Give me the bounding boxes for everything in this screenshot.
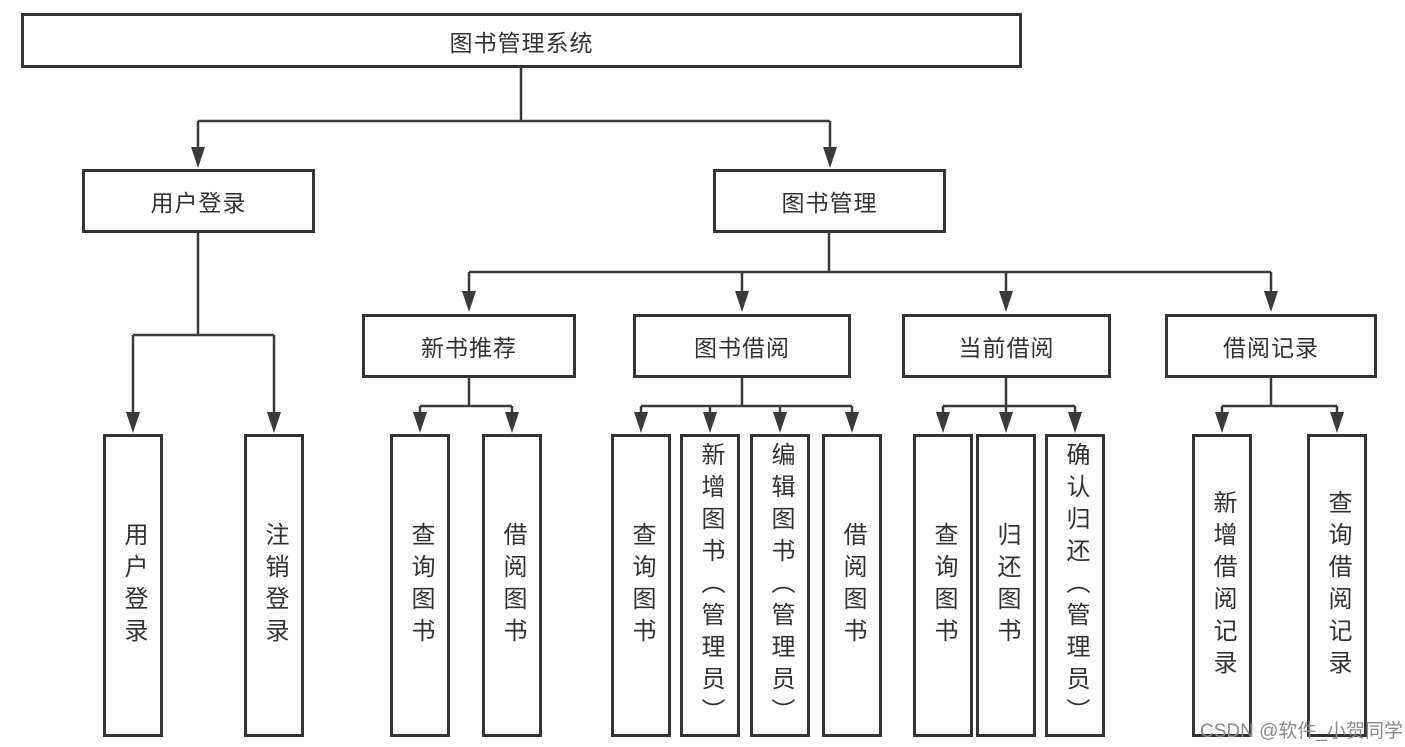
node-book-borrowing: 图书借阅 [633,314,851,378]
leaf-query-books-borrowing: 查询图书 [611,434,671,737]
leaf-logout: 注销登录 [244,434,304,737]
leaf-query-books-current: 查询图书 [913,434,973,737]
node-current-borrowing: 当前借阅 [902,314,1111,378]
connector-root-to-level2 [196,68,832,150]
arrow-icon [191,147,205,168]
arrow-icon [1330,412,1344,433]
arrow-icon [1264,291,1278,312]
connector-book-borrow-branch [639,378,854,414]
leaf-add-borrow-record: 新增借阅记录 [1192,434,1252,737]
leaf-edit-book-admin: 编辑图书（管理员） [750,434,810,737]
arrow-icon [773,412,787,433]
leaf-return-book: 归还图书 [976,434,1036,737]
node-book-management: 图书管理 [713,169,946,233]
leaf-query-books-recommend: 查询图书 [390,434,450,737]
arrow-icon [1068,412,1082,433]
csdn-watermark: CSDN @软件_小贺同学 [1200,721,1403,742]
node-library-management-system: 图书管理系统 [21,13,1022,68]
arrow-icon [267,412,281,433]
leaf-add-book-admin: 新增图书（管理员） [680,434,740,737]
arrow-icon [505,412,519,433]
arrow-icon [999,412,1013,433]
arrow-icon [462,291,476,312]
arrow-icon [845,412,859,433]
arrow-icon [413,412,427,433]
arrow-icon [999,291,1013,312]
node-new-book-recommendation: 新书推荐 [362,314,576,378]
arrow-icon [126,412,140,433]
arrow-icon [823,147,837,168]
arrow-icon [735,291,749,312]
arrow-icon [936,412,950,433]
arrow-icon [634,412,648,433]
leaf-borrow-books-borrowing: 借阅图书 [822,434,882,737]
leaf-borrow-books-recommend: 借阅图书 [482,434,542,737]
connector-borrow-records-branch [1220,378,1339,414]
connector-book-mgmt-to-level3 [467,233,1273,293]
connector-current-borrow-branch [941,378,1077,414]
node-borrowing-records: 借阅记录 [1165,314,1377,378]
leaf-confirm-return-admin: 确认归还（管理员） [1045,434,1105,737]
arrow-icon [703,412,717,433]
connector-new-book-branch [418,378,514,414]
leaf-query-borrow-record: 查询借阅记录 [1307,434,1367,737]
arrow-icon [1215,412,1229,433]
node-user-login: 用户登录 [82,169,315,233]
connector-user-login-branch [131,233,276,414]
leaf-user-login: 用户登录 [103,434,163,737]
